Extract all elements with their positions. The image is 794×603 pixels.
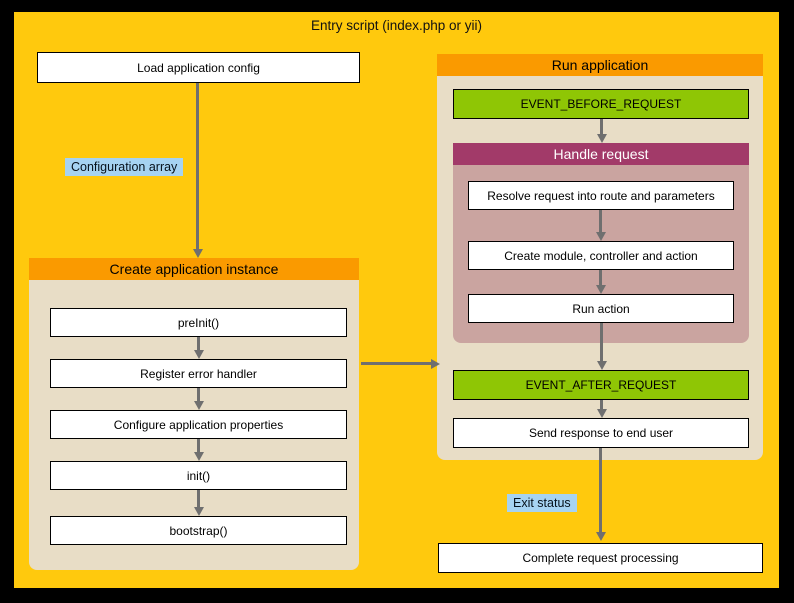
node-send-response: Send response to end user (453, 418, 749, 448)
node-preinit: preInit() (50, 308, 347, 337)
node-register-error-handler: Register error handler (50, 359, 347, 388)
node-event-after-request: EVENT_AFTER_REQUEST (453, 370, 749, 400)
label-configuration-array: Configuration array (65, 158, 184, 176)
node-run-action: Run action (468, 294, 734, 323)
arrow-create-module-to-run-action (595, 270, 606, 294)
arrow-configure-to-init (193, 439, 204, 461)
node-init: init() (50, 461, 347, 490)
handle-request-body: Resolve request into route and parameter… (453, 165, 749, 343)
node-bootstrap: bootstrap() (50, 516, 347, 545)
node-resolve-request: Resolve request into route and parameter… (468, 181, 734, 210)
node-load-application-config: Load application config (37, 52, 360, 83)
arrow-preinit-to-register-error-handler (193, 337, 204, 359)
node-complete-request-processing: Complete request processing (438, 543, 763, 573)
arrow-create-app-to-run-app (361, 358, 440, 369)
arrow-resolve-to-create-module (595, 210, 606, 241)
arrow-send-response-to-complete (595, 448, 606, 541)
arrow-event-before-to-handle-request (596, 119, 607, 143)
entry-script-container: Entry script (index.php or yii) Load app… (14, 12, 779, 588)
run-app-header: Run application (437, 54, 763, 76)
create-app-body: preInit() Register error handler Configu… (29, 280, 359, 570)
arrow-init-to-bootstrap (193, 490, 204, 516)
arrow-run-action-to-event-after (596, 323, 607, 370)
run-app-body: EVENT_BEFORE_REQUEST Handle request Reso… (437, 76, 763, 460)
arrow-register-to-configure (193, 388, 204, 410)
handle-request-header: Handle request (453, 143, 749, 165)
arrow-load-config-to-create-app (192, 83, 203, 258)
diagram-title: Entry script (index.php or yii) (310, 18, 483, 33)
node-configure-application-properties: Configure application properties (50, 410, 347, 439)
create-app-header: Create application instance (29, 258, 359, 280)
node-event-before-request: EVENT_BEFORE_REQUEST (453, 89, 749, 119)
arrow-event-after-to-send-response (596, 400, 607, 418)
node-create-module-controller-action: Create module, controller and action (468, 241, 734, 270)
label-exit-status: Exit status (507, 494, 577, 512)
